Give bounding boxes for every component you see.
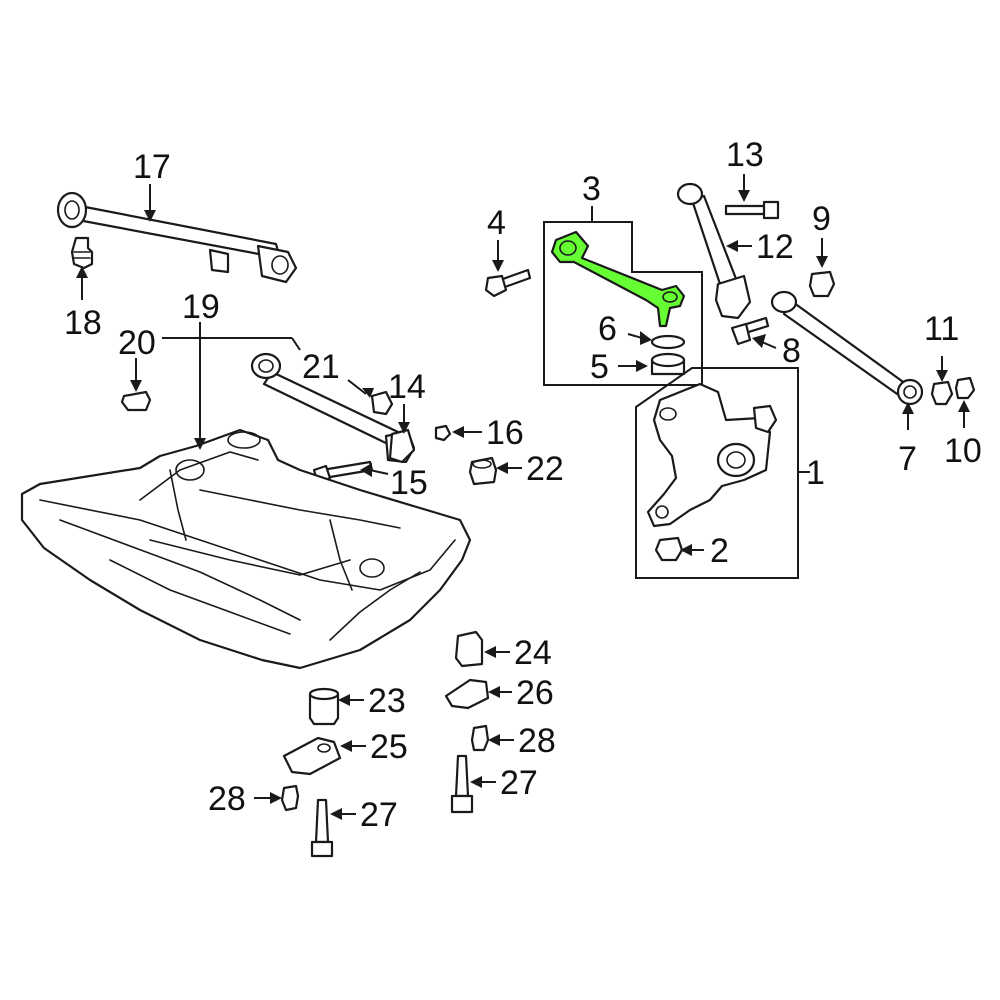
part-7-lower-link[interactable] <box>770 290 924 406</box>
callout-26: 26 <box>516 674 554 712</box>
callout-28-left: 28 <box>208 780 246 818</box>
callout-27-right: 27 <box>500 764 538 802</box>
callout-7: 7 <box>898 440 917 478</box>
callout-1: 1 <box>806 454 825 492</box>
callout-16: 16 <box>486 414 524 452</box>
callout-9: 9 <box>812 200 831 238</box>
callout-18: 18 <box>64 304 102 342</box>
part-1-knuckle[interactable] <box>646 382 778 528</box>
callout-27-left: 27 <box>360 796 398 834</box>
callout-labels: 17 18 19 20 21 14 15 16 22 4 3 6 5 13 12… <box>64 136 982 834</box>
callout-6: 6 <box>598 310 617 348</box>
part-9-nut[interactable] <box>808 270 836 298</box>
callout-5: 5 <box>590 348 609 386</box>
part-11-nut[interactable] <box>930 380 954 406</box>
part-13-bolt[interactable] <box>724 200 780 220</box>
part-12-trailing-link[interactable] <box>676 182 752 320</box>
callout-11: 11 <box>924 310 959 348</box>
group-box-part-3 <box>543 221 703 386</box>
leader-lines <box>76 174 970 820</box>
callout-10: 10 <box>944 432 982 470</box>
callout-23: 23 <box>368 682 406 720</box>
part-17-rear-link[interactable] <box>56 191 298 284</box>
part-14-bushing[interactable] <box>388 428 416 464</box>
part-23-bushing[interactable] <box>308 687 340 726</box>
part-21-cap[interactable] <box>370 390 394 416</box>
part-10-nut[interactable] <box>954 376 976 400</box>
part-18-bolt[interactable] <box>70 236 94 270</box>
part-2-bushing[interactable] <box>654 536 684 562</box>
part-22-nut[interactable] <box>468 456 498 486</box>
callout-12: 12 <box>756 228 794 266</box>
part-28-nut-right[interactable] <box>470 724 490 752</box>
callout-24: 24 <box>514 634 552 672</box>
callout-17: 17 <box>133 148 171 186</box>
callout-19: 19 <box>182 288 220 326</box>
part-27-bolt-left[interactable] <box>310 798 334 858</box>
part-24-bushing[interactable] <box>454 630 484 668</box>
callout-13: 13 <box>726 136 764 174</box>
callout-28-right: 28 <box>518 722 556 760</box>
callout-8: 8 <box>782 332 801 370</box>
part-4-bolt[interactable] <box>484 268 532 298</box>
part-20-plug[interactable] <box>120 390 152 412</box>
part-28-nut-left[interactable] <box>280 784 300 812</box>
part-8-bolt[interactable] <box>730 316 770 346</box>
part-25-bracket[interactable] <box>282 736 342 776</box>
callout-20: 20 <box>118 324 156 362</box>
callout-22: 22 <box>526 450 564 488</box>
part-6-ring[interactable] <box>650 334 686 350</box>
callout-25: 25 <box>370 728 408 766</box>
callout-15: 15 <box>390 464 428 502</box>
part-16-bolt[interactable] <box>434 424 452 442</box>
callout-14: 14 <box>388 368 426 406</box>
callout-21: 21 <box>302 348 340 386</box>
part-26-bracket[interactable] <box>444 678 490 710</box>
part-3-upper-control-arm[interactable] <box>550 230 686 328</box>
callout-4: 4 <box>487 204 506 242</box>
part-19-subframe[interactable] <box>20 428 472 670</box>
part-27-bolt-right[interactable] <box>450 754 474 814</box>
part-5-bushing[interactable] <box>650 352 686 376</box>
callout-2: 2 <box>710 532 729 570</box>
callout-3: 3 <box>582 170 601 208</box>
